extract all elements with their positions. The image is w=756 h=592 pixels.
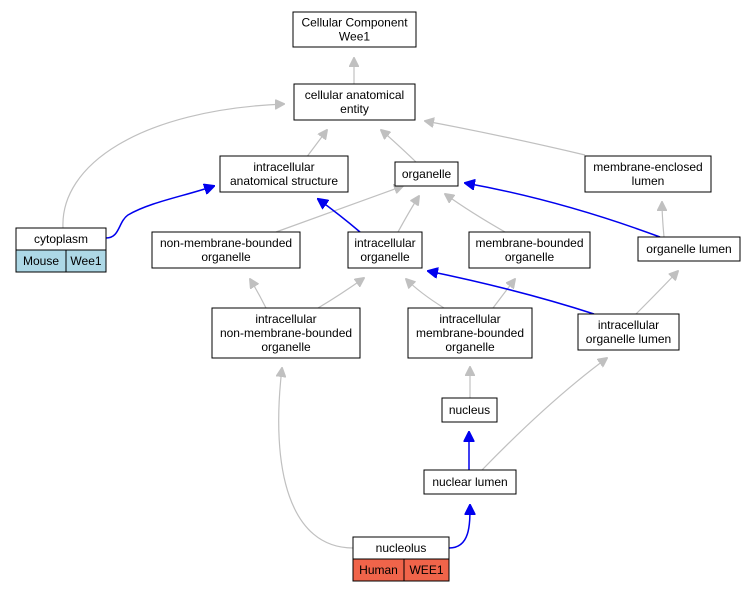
is-a-edge-9	[250, 279, 267, 309]
annotation-label: Mouse	[23, 254, 59, 268]
node-box	[423, 469, 517, 495]
node-label-line: organelle	[402, 167, 452, 181]
node-label-line: Cellular Component	[301, 16, 408, 30]
node-label-line: lumen	[632, 174, 665, 188]
node-box	[584, 155, 712, 193]
annotation-box	[65, 249, 107, 273]
annotation-label: WEE1	[409, 563, 443, 577]
node-label-line: entity	[340, 102, 369, 116]
node-label-line: intracellular	[439, 312, 500, 326]
node-organelle[interactable]: organelle	[394, 161, 459, 187]
node-label-line: cellular anatomical	[305, 88, 404, 102]
node-nucleus[interactable]: nucleus	[441, 397, 498, 423]
node-box	[347, 231, 423, 269]
is-a-edge-2	[381, 130, 417, 163]
node-label-line: intracellular	[354, 236, 415, 250]
node-label-line: membrane-bounded	[416, 326, 524, 340]
is-a-edge-11	[406, 279, 445, 309]
node-box	[407, 307, 533, 359]
node-label-line: membrane-enclosed	[593, 160, 702, 174]
is-a-edge-15	[481, 358, 607, 471]
node-box	[637, 236, 741, 262]
node-box	[394, 161, 459, 187]
node-label-line: organelle	[201, 250, 251, 264]
is-a-edge-4	[62, 104, 284, 229]
part-of-edge-19	[465, 183, 661, 238]
is-a-edge-3	[425, 121, 586, 156]
node-box	[211, 307, 361, 359]
annotation-label: Human	[359, 563, 398, 577]
node-label-line: organelle	[445, 340, 495, 354]
annotation-cell-cytoplasm-0: Mouse	[15, 249, 67, 273]
node-label-line: nucleus	[449, 403, 490, 417]
is-a-edge-13	[635, 271, 678, 315]
node-label-line: Wee1	[339, 30, 370, 44]
node-label-line: membrane-bounded	[475, 236, 583, 250]
node-label-line: organelle	[261, 340, 311, 354]
node-box	[577, 313, 680, 351]
is-a-edge-16	[279, 368, 354, 549]
is-a-edge-8	[662, 202, 664, 238]
node-box	[441, 397, 498, 423]
node-label-line: non-membrane-bounded	[220, 326, 352, 340]
annotation-cell-nucleolus-0: Human	[352, 558, 405, 582]
node-box	[219, 155, 349, 193]
node-label-line: intracellular	[255, 312, 316, 326]
node-label-line: organelle lumen	[646, 242, 731, 256]
node-inmbo[interactable]: intracellularnon-membrane-boundedorganel…	[211, 307, 361, 359]
annotation-cell-nucleolus-1: WEE1	[403, 558, 450, 582]
node-label-line: organelle	[505, 250, 555, 264]
node-box	[151, 231, 301, 269]
part-of-edge-17	[105, 186, 214, 239]
annotation-label: Wee1	[70, 254, 101, 268]
node-label-line: intracellular	[598, 318, 659, 332]
node-label-line: nucleolus	[376, 541, 427, 555]
part-of-edge-22	[448, 505, 470, 549]
is-a-edge-6	[397, 196, 419, 233]
node-label-line: organelle	[360, 250, 410, 264]
is-a-edge-12	[492, 279, 515, 309]
node-nucleolus[interactable]: nucleolus	[352, 536, 450, 560]
node-cytoplasm[interactable]: cytoplasm	[15, 227, 107, 251]
node-box	[293, 83, 416, 121]
node-label-line: intracellular	[253, 160, 314, 174]
node-label-line: anatomical structure	[230, 174, 338, 188]
node-label-line: cytoplasm	[34, 232, 88, 246]
node-ol[interactable]: organelle lumen	[637, 236, 741, 262]
edges	[62, 58, 678, 549]
part-of-edge-20	[428, 271, 595, 315]
is-a-edge-7	[445, 194, 506, 233]
node-nl[interactable]: nuclear lumen	[423, 469, 517, 495]
node-label-line: nuclear lumen	[432, 475, 507, 489]
annotation-cell-cytoplasm-1: Wee1	[65, 249, 107, 273]
node-box	[292, 11, 417, 48]
node-box	[468, 231, 591, 269]
annotation-box	[403, 558, 450, 582]
node-label-line: organelle lumen	[586, 332, 671, 346]
node-label-line: non-membrane-bounded	[160, 236, 292, 250]
is-a-edge-10	[317, 278, 364, 309]
part-of-edge-18	[318, 199, 361, 233]
is-a-edge-5	[275, 186, 403, 233]
